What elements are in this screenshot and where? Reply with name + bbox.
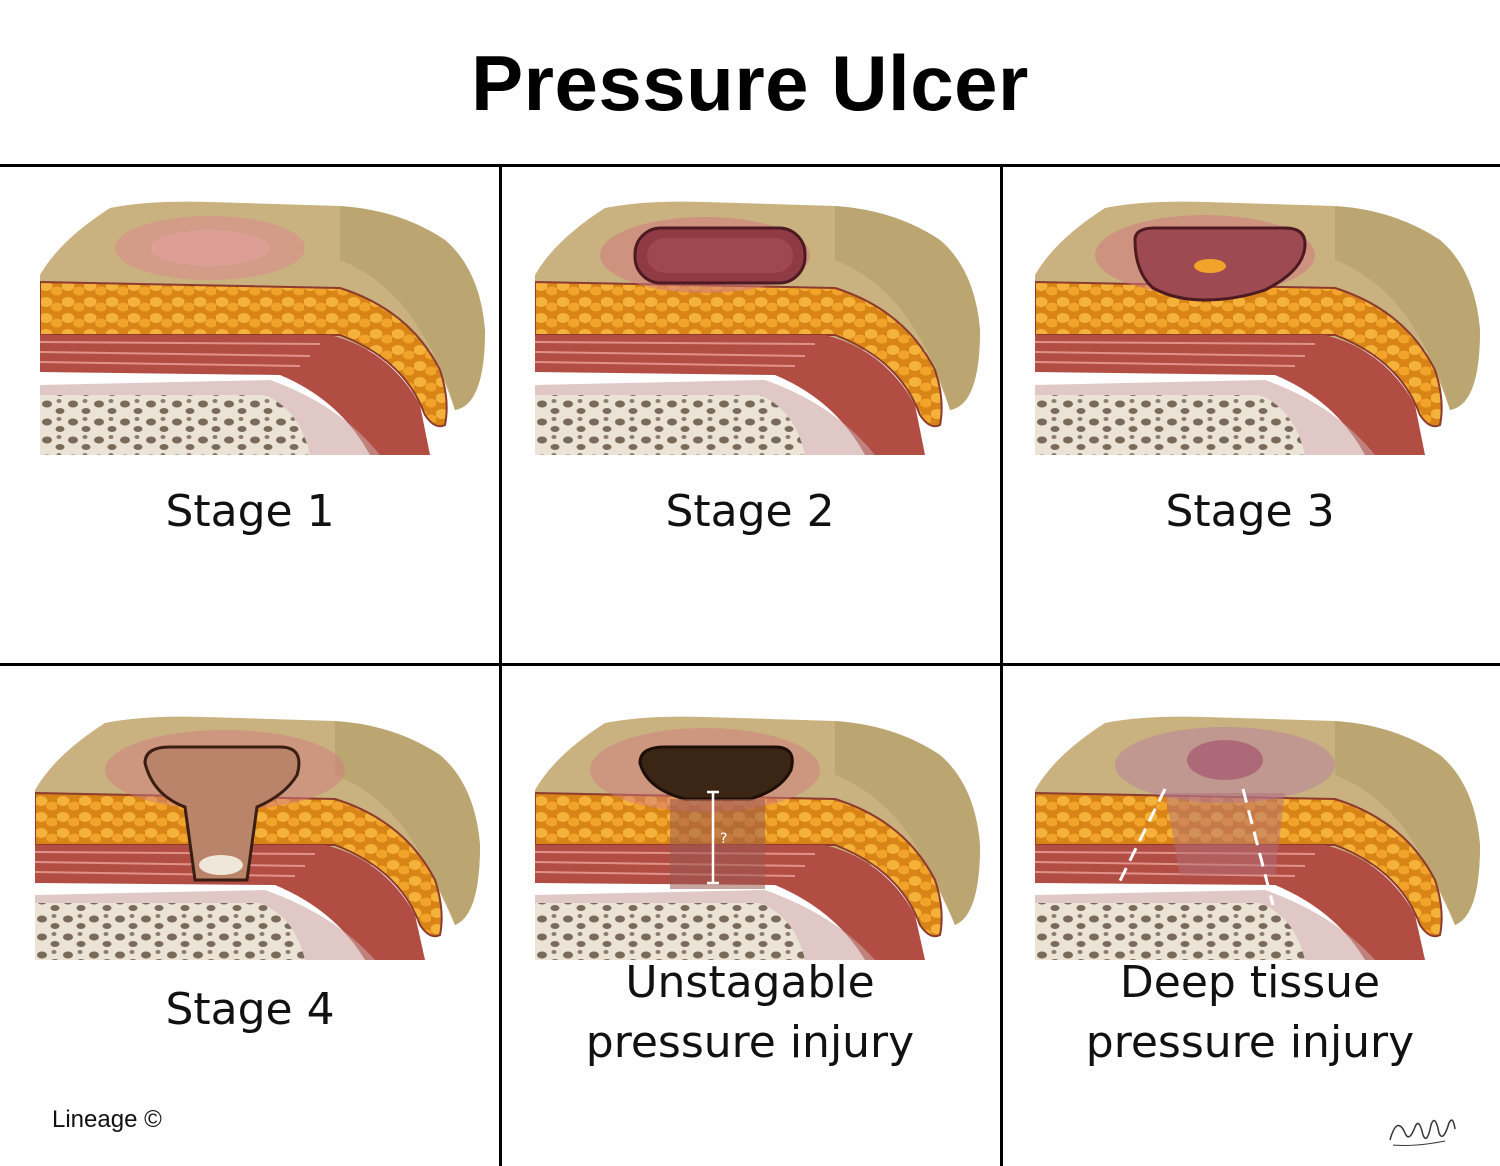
stage-4-illustration <box>35 715 481 960</box>
grid-divider-right <box>1000 165 1003 1166</box>
unknown-depth-question: ? <box>720 831 727 847</box>
artist-signature <box>1389 1119 1456 1146</box>
label-stage-4: Stage 4 <box>165 984 335 1035</box>
label-deep-tissue: Deep tissue pressure injury <box>1085 957 1415 1068</box>
stage-4-exposed-bone <box>199 855 243 875</box>
eschar <box>638 745 794 801</box>
label-stage-2: Stage 2 <box>665 486 835 537</box>
stage-3-illustration <box>1035 200 1481 456</box>
stage-1-illustration <box>40 200 486 456</box>
grid-divider-middle <box>0 663 1500 666</box>
stage-4-wound-crater <box>143 745 301 882</box>
page-title: Pressure Ulcer <box>471 39 1029 127</box>
credit-text: Lineage © <box>52 1106 162 1133</box>
unstageable-illustration: ? <box>535 715 981 960</box>
grid-divider-top <box>0 164 1500 167</box>
damage-boundary-right <box>1241 788 1275 906</box>
label-stage-3: Stage 3 <box>1165 486 1335 537</box>
stage-1-redness <box>115 216 305 280</box>
grid-divider-left <box>499 165 502 1166</box>
stage-3-fat-exposure <box>1194 259 1226 273</box>
damage-boundary-left <box>1115 788 1167 888</box>
deep-tissue-illustration <box>1035 715 1481 960</box>
label-stage-1: Stage 1 <box>165 486 335 537</box>
label-unstageable: Unstagable pressure injury <box>585 957 915 1068</box>
stage-2-illustration <box>535 200 981 456</box>
